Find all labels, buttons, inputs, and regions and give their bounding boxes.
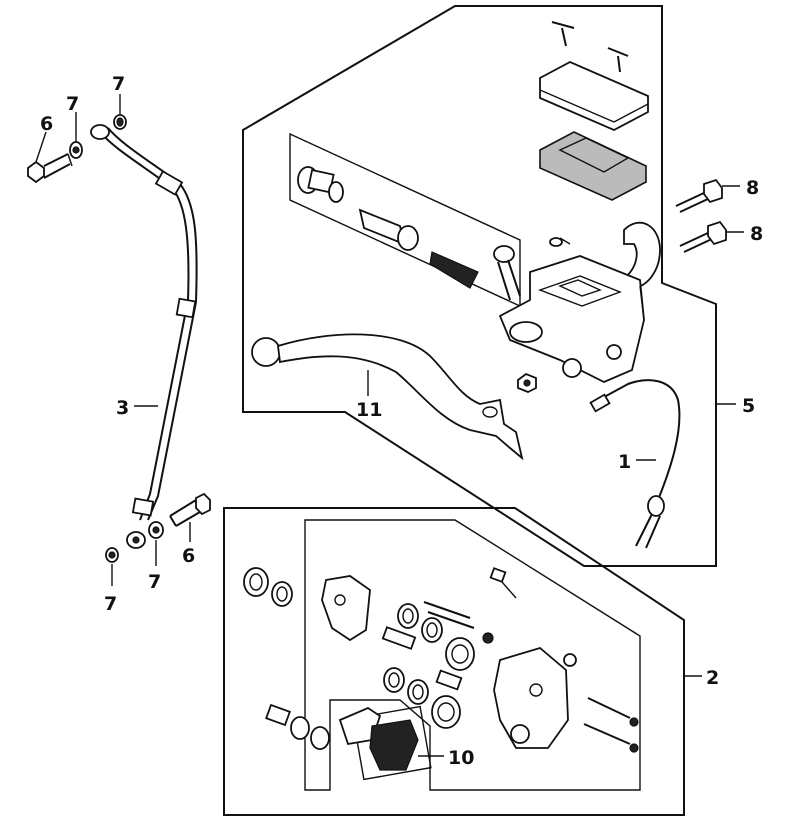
caliper-pins	[381, 601, 475, 691]
sealing-washer-top-b	[113, 114, 127, 130]
reservoir-screws	[551, 21, 629, 73]
sealing-washer-bottom-b	[105, 547, 119, 563]
callout-7-bottom-a: 7	[148, 571, 161, 593]
pin-clip	[482, 632, 494, 644]
callout-3: 3	[116, 397, 129, 419]
mount-bolt-upper	[675, 178, 723, 213]
brake-light-switch	[589, 379, 681, 549]
master-cylinder-body	[498, 255, 645, 383]
sealing-washer-top-a	[69, 141, 83, 159]
callout-5: 5	[742, 395, 755, 417]
mount-bolt-lower	[679, 220, 727, 253]
pivot-bolt	[493, 245, 521, 301]
master-cylinder-group-outline	[242, 5, 717, 567]
callout-8-upper: 8	[746, 177, 759, 199]
piston-kit-box	[289, 132, 521, 308]
brake-hose	[90, 124, 198, 549]
sealing-washer-bottom-a	[148, 521, 164, 539]
callouts: 6 7 7 8 8 3 11 5 1 6 7 7 2 10	[40, 73, 763, 769]
pivot-nut	[517, 372, 537, 393]
banjo-bolt-top	[27, 153, 73, 184]
banjo-bolt-bottom	[169, 492, 211, 527]
callout-6-bottom: 6	[182, 545, 195, 567]
caliper-group-outline	[223, 507, 685, 816]
caliper-bolts	[583, 697, 639, 753]
callout-1: 1	[618, 451, 631, 473]
callout-7-top-b: 7	[112, 73, 125, 95]
callout-2: 2	[706, 667, 719, 689]
caliper-piston-seals	[383, 603, 443, 705]
brake-pads	[338, 705, 432, 781]
leader-lines	[35, 94, 744, 757]
caliper-seal-rings	[243, 567, 293, 607]
callout-8-lower: 8	[750, 223, 763, 245]
caliper-body	[493, 646, 577, 749]
piston-kit	[297, 166, 479, 289]
brake-lever	[251, 333, 524, 461]
caliper-pistons	[431, 637, 475, 729]
callout-10: 10	[448, 747, 474, 769]
switch-stud	[549, 237, 571, 247]
reservoir-cap	[539, 61, 649, 131]
dust-boot-set	[265, 703, 330, 750]
reservoir-diaphragm	[539, 131, 647, 201]
bleeder-screw	[489, 567, 517, 599]
handlebar-clamp	[620, 221, 661, 289]
callout-7-top-a: 7	[66, 93, 79, 115]
caliper-inner-outline	[304, 519, 641, 791]
callout-7-bottom-b: 7	[104, 593, 117, 615]
callout-11: 11	[356, 399, 382, 421]
callout-6-top: 6	[40, 113, 53, 135]
caliper-bracket	[321, 575, 371, 642]
